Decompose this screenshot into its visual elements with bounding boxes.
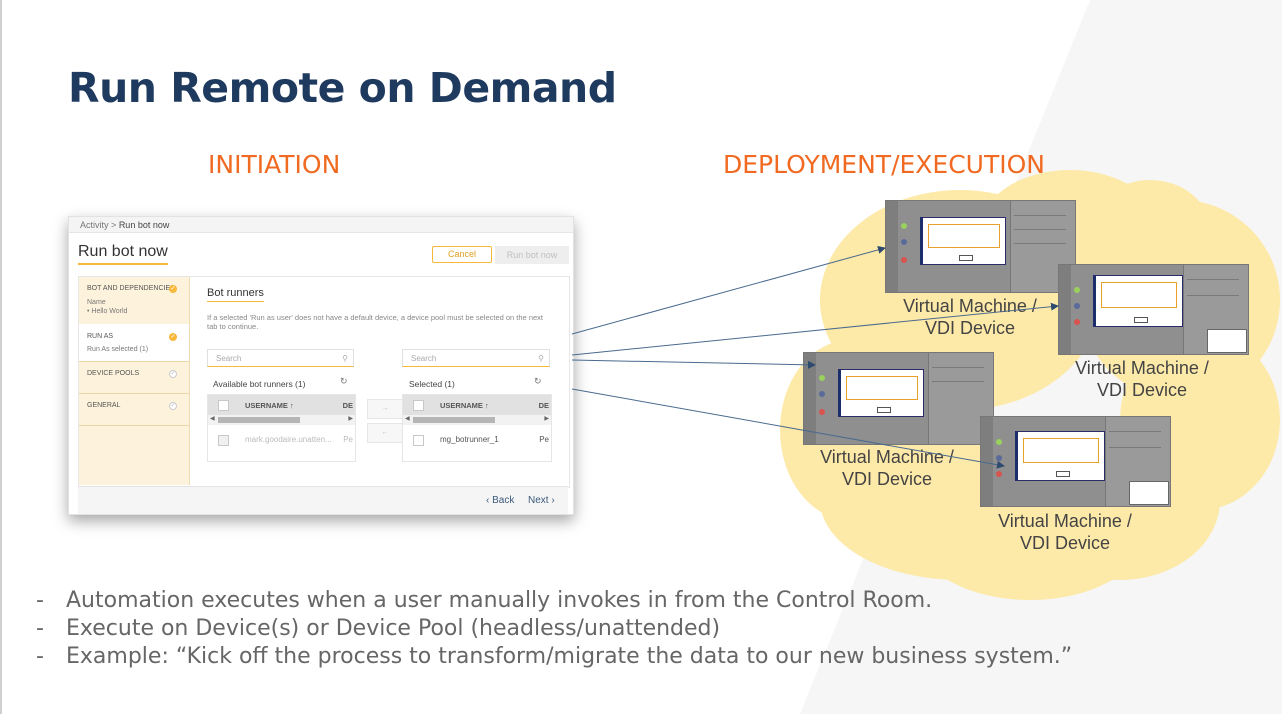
step-label: BOT AND DEPENDENCIES [87,285,175,292]
step-device-pools[interactable]: DEVICE POOLS ✓ [79,361,189,394]
step-label: GENERAL [87,402,121,409]
horizontal-scrollbar[interactable]: ◀ ▶ [208,415,355,425]
grid-header: USERNAME ↑ DE [208,395,355,415]
scroll-right-icon[interactable]: ▶ [544,416,549,422]
arrow-to-vm-2 [571,302,1059,356]
row-username: mg_botrunner_1 [440,435,499,444]
back-button[interactable]: ‹ Back [486,495,515,506]
breadcrumb-parent[interactable]: Activity [80,220,109,230]
scroll-right-icon[interactable]: ▶ [348,416,353,422]
vm-screenshot-2 [1058,264,1249,355]
available-heading: Available bot runners (1) [213,379,306,389]
helper-note: If a selected 'Run as user' does not hav… [207,313,543,331]
arrow-to-vm-3 [571,359,816,369]
step-run-as[interactable]: RUN AS ✓ Run As selected (1) [79,324,189,362]
wizard-footer: ‹ Back Next › [78,486,568,514]
row-checkbox[interactable] [218,435,229,446]
step-sub: Name [87,299,106,306]
wizard-steps: BOT AND DEPENDENCIES ✓ Name • Hello Worl… [79,277,190,485]
available-grid: USERNAME ↑ DE ◀ ▶ mark.goodaire.unatten.… [207,394,356,462]
scroll-thumb[interactable] [218,417,300,423]
breadcrumb: Activity > Run bot now [69,217,573,233]
vm-screenshot-1 [885,200,1076,293]
selected-search-input[interactable]: Search ⚲ [402,349,550,367]
cancel-button[interactable]: Cancel [432,246,492,263]
step-content: Bot runners If a selected 'Run as user' … [197,277,567,485]
step-general[interactable]: GENERAL ✓ [79,393,189,426]
selected-grid: USERNAME ↑ DE ◀ ▶ mg_botrunner_1 Pe [402,394,552,462]
page-title: Run bot now [78,243,168,265]
selected-heading: Selected (1) [409,379,455,389]
vm-screenshot-4 [980,416,1171,507]
device-column-header[interactable]: DE [342,401,353,410]
username-column-header[interactable]: USERNAME ↑ [440,401,489,410]
step-sub: • Hello World [87,308,128,315]
wizard-panel: BOT AND DEPENDENCIES ✓ Name • Hello Worl… [78,276,570,488]
row-device: Pe [343,435,353,444]
horizontal-scrollbar[interactable]: ◀ ▶ [403,415,551,425]
pending-check-icon: ✓ [169,402,177,410]
vm-screenshot-3 [803,352,994,445]
table-row[interactable]: mg_botrunner_1 Pe [403,433,551,449]
arrow-to-vm-4 [571,388,1005,469]
vm-label-4: Virtual Machine /VDI Device [998,511,1132,553]
step-label: DEVICE POOLS [87,370,140,377]
step-label: RUN AS [87,333,114,340]
vm-label-2: Virtual Machine /VDI Device [1075,358,1209,400]
grid-header: USERNAME ↑ DE [403,395,551,415]
deployment-heading: DEPLOYMENT/EXECUTION [723,150,1045,179]
row-checkbox[interactable] [413,435,424,446]
scroll-left-icon[interactable]: ◀ [210,416,215,422]
available-search-input[interactable]: Search ⚲ [207,349,354,367]
breadcrumb-separator: > [111,220,117,230]
scroll-left-icon[interactable]: ◀ [405,416,410,422]
breadcrumb-current: Run bot now [118,220,170,230]
search-icon: ⚲ [342,354,348,363]
run-bot-now-screenshot: Activity > Run bot now Run bot now Cance… [68,216,574,515]
slide-border [0,0,2,714]
device-column-header[interactable]: DE [538,401,549,410]
row-username: mark.goodaire.unatten... [245,435,332,444]
select-all-checkbox[interactable] [413,400,424,411]
initiation-heading: INITIATION [208,150,341,179]
vm-label-3: Virtual Machine /VDI Device [820,447,954,489]
select-all-checkbox[interactable] [218,400,229,411]
check-icon: ✓ [169,333,177,341]
arrow-to-vm-1 [571,245,886,335]
section-title: Bot runners [207,287,264,302]
search-icon: ⚲ [538,354,544,363]
run-bot-now-button[interactable]: Run bot now [495,246,569,264]
refresh-icon[interactable]: ↻ [534,376,542,386]
refresh-icon[interactable]: ↻ [340,376,348,386]
step-sub: Run As selected (1) [87,346,149,353]
scroll-thumb[interactable] [413,417,495,423]
table-row[interactable]: mark.goodaire.unatten... Pe [208,433,355,449]
next-button[interactable]: Next › [528,495,555,506]
move-left-button[interactable]: ← [367,423,403,443]
username-column-header[interactable]: USERNAME ↑ [245,401,294,410]
row-device: Pe [539,435,549,444]
check-icon: ✓ [169,285,177,293]
slide-title: Run Remote on Demand [68,64,617,112]
pending-check-icon: ✓ [169,370,177,378]
